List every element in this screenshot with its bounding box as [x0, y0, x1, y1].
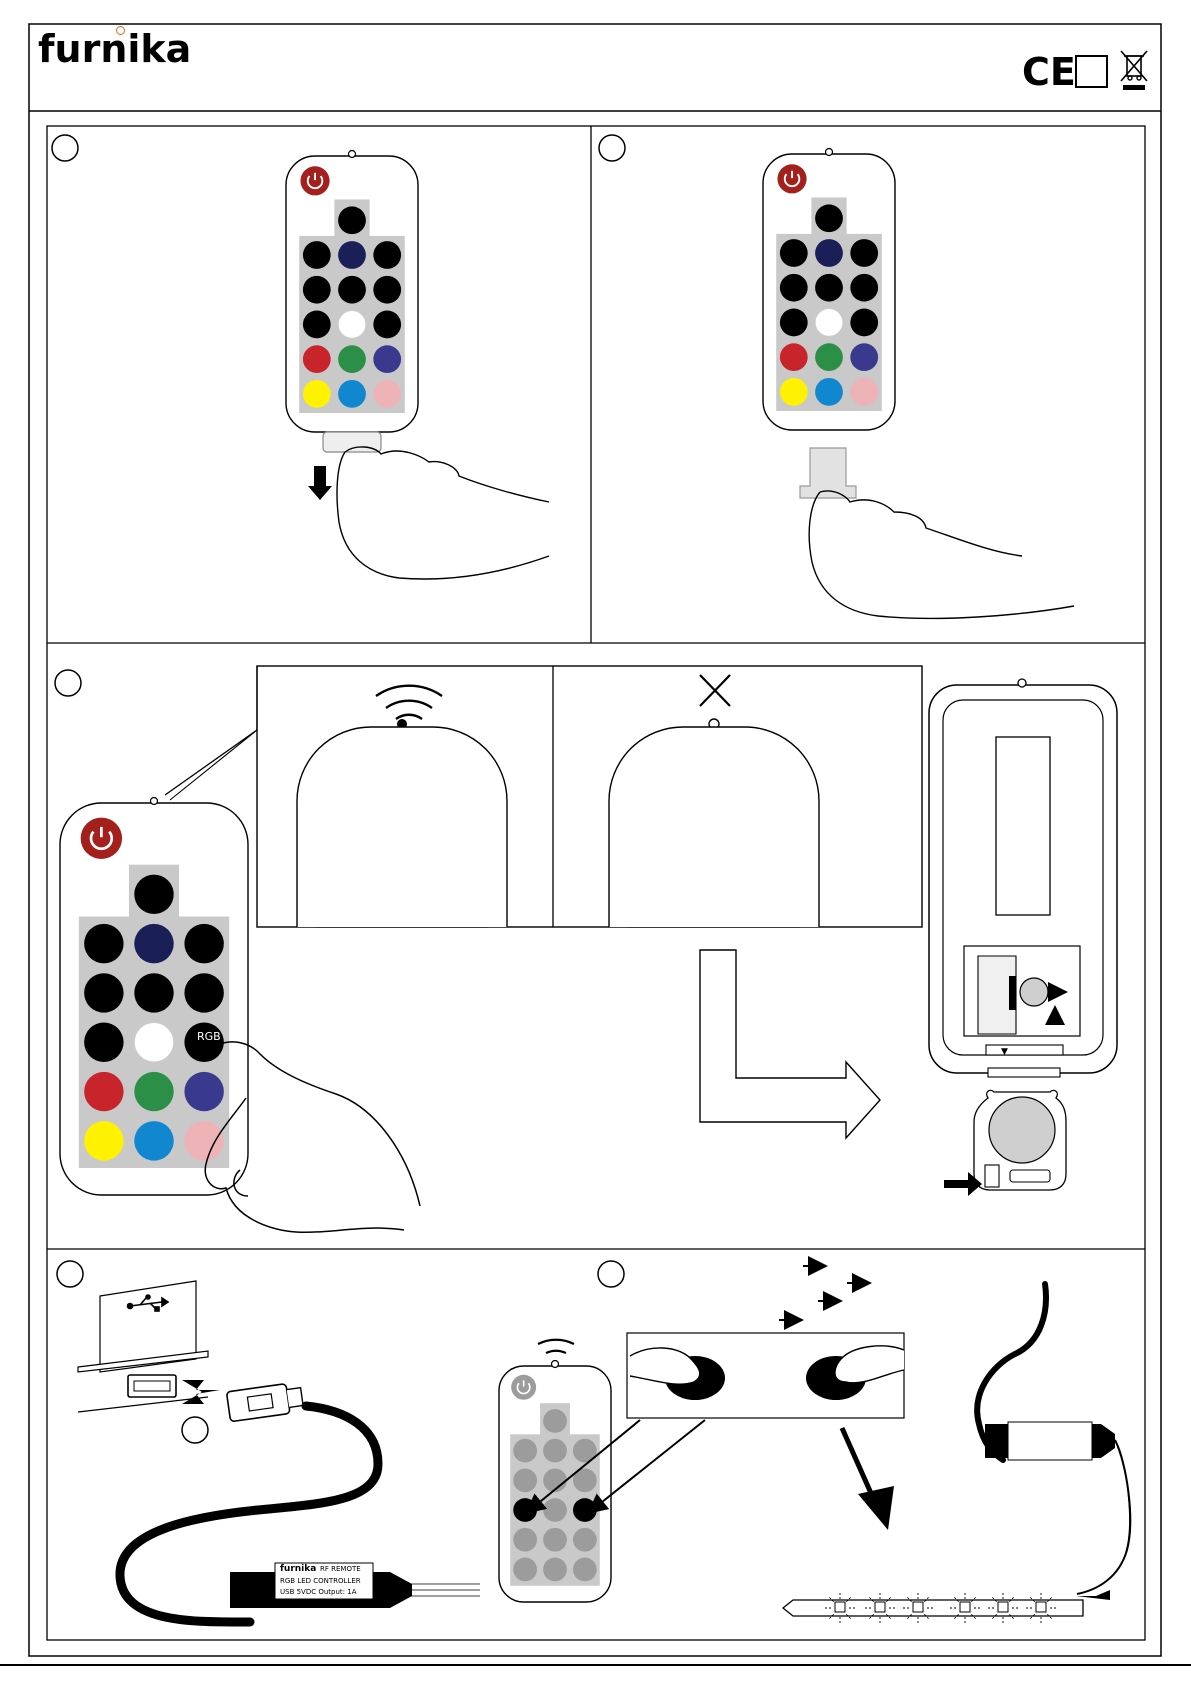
step-circle-4 — [57, 1261, 83, 1287]
remote-button — [134, 1023, 173, 1062]
led-chip — [875, 1602, 885, 1612]
remote-button — [373, 241, 401, 269]
led-chip — [835, 1602, 845, 1612]
remote-button — [573, 1528, 597, 1552]
remote-button — [543, 1409, 567, 1433]
remote-button — [815, 239, 843, 267]
remote-button — [303, 241, 331, 269]
remote-button — [850, 378, 878, 406]
step-circle-3 — [55, 670, 81, 696]
remote-button — [543, 1439, 567, 1463]
remote-button — [513, 1439, 537, 1463]
remote-button — [513, 1558, 537, 1582]
remote-button — [780, 309, 808, 337]
signal-callout — [165, 666, 922, 927]
led-chip — [998, 1602, 1008, 1612]
remote-button — [84, 924, 123, 963]
remote-button — [184, 1072, 223, 1111]
led-chip — [913, 1602, 923, 1612]
hand-illustration-2 — [809, 491, 1074, 618]
remote-button — [780, 274, 808, 302]
remote-button — [850, 309, 878, 337]
wireless-signal-icon-2 — [538, 1340, 574, 1353]
remote-button — [850, 239, 878, 267]
rgb-button-label: RGB — [197, 1030, 221, 1043]
controller-line1: RF REMOTE — [320, 1565, 361, 1573]
step-circle-1 — [52, 135, 78, 161]
power-icon — [300, 166, 329, 195]
remote-button — [373, 311, 401, 339]
remote-button — [184, 924, 223, 963]
usb-illustration — [78, 1281, 480, 1622]
remote-button — [134, 924, 173, 963]
remote-button — [84, 1072, 123, 1111]
remote-button — [815, 343, 843, 371]
remote-button — [513, 1498, 537, 1522]
remote-button — [780, 343, 808, 371]
remote-button — [573, 1558, 597, 1582]
left-arrow-icon — [182, 1380, 220, 1404]
power-icon — [511, 1375, 536, 1400]
remote-button — [303, 380, 331, 408]
remote-button — [338, 345, 366, 373]
step-circle-4b — [182, 1417, 208, 1443]
controller-line3: USB 5VDC Output: 1A — [280, 1588, 357, 1596]
remote-button — [780, 378, 808, 406]
remote-button — [338, 380, 366, 408]
down-arrow-icon-2 — [858, 1486, 894, 1530]
remote-button — [373, 380, 401, 408]
remote-button — [338, 241, 366, 269]
remote-button — [815, 378, 843, 406]
tray-arrow: ▼ — [1001, 1047, 1008, 1057]
remote-button — [134, 1121, 173, 1160]
controller-brand: furnika — [280, 1564, 316, 1574]
remote-button — [815, 309, 843, 337]
remote-button — [303, 345, 331, 373]
remote-button — [543, 1498, 567, 1522]
remote-button — [84, 1121, 123, 1160]
remote-button — [815, 274, 843, 302]
remote-button — [134, 1072, 173, 1111]
remote-button — [543, 1528, 567, 1552]
power-icon — [777, 164, 806, 193]
remote-button — [338, 206, 366, 234]
led-chip — [960, 1602, 970, 1612]
remote-button — [184, 973, 223, 1012]
remote-button — [303, 311, 331, 339]
remote-button — [513, 1468, 537, 1492]
step-circle-2 — [599, 135, 625, 161]
remote-button — [513, 1528, 537, 1552]
remote-button — [780, 239, 808, 267]
power-icon — [81, 818, 122, 859]
remote-button — [815, 204, 843, 232]
remote-back: ▼ — [929, 679, 1117, 1196]
remote-button — [373, 276, 401, 304]
remote-button — [338, 311, 366, 339]
down-arrow-icon — [308, 466, 332, 500]
controller-line2: RGB LED CONTROLLER — [280, 1577, 361, 1585]
remote-button — [84, 1023, 123, 1062]
remote-button — [84, 973, 123, 1012]
remote-button — [850, 274, 878, 302]
remote-button — [543, 1558, 567, 1582]
pull-tab-illustration — [308, 432, 549, 579]
hand-illustration-1 — [337, 447, 549, 579]
remote-button — [338, 276, 366, 304]
remote-button — [134, 875, 173, 914]
remote-button — [134, 973, 173, 1012]
step-circle-5 — [598, 1261, 624, 1287]
remote-button — [373, 345, 401, 373]
motion-arrows — [779, 1266, 866, 1320]
removed-tab-illustration — [800, 448, 1074, 618]
led-chip — [1036, 1602, 1046, 1612]
right-arrow-outline — [700, 950, 880, 1138]
remote-button — [850, 343, 878, 371]
remote-button — [303, 276, 331, 304]
remote-button — [184, 1121, 223, 1160]
